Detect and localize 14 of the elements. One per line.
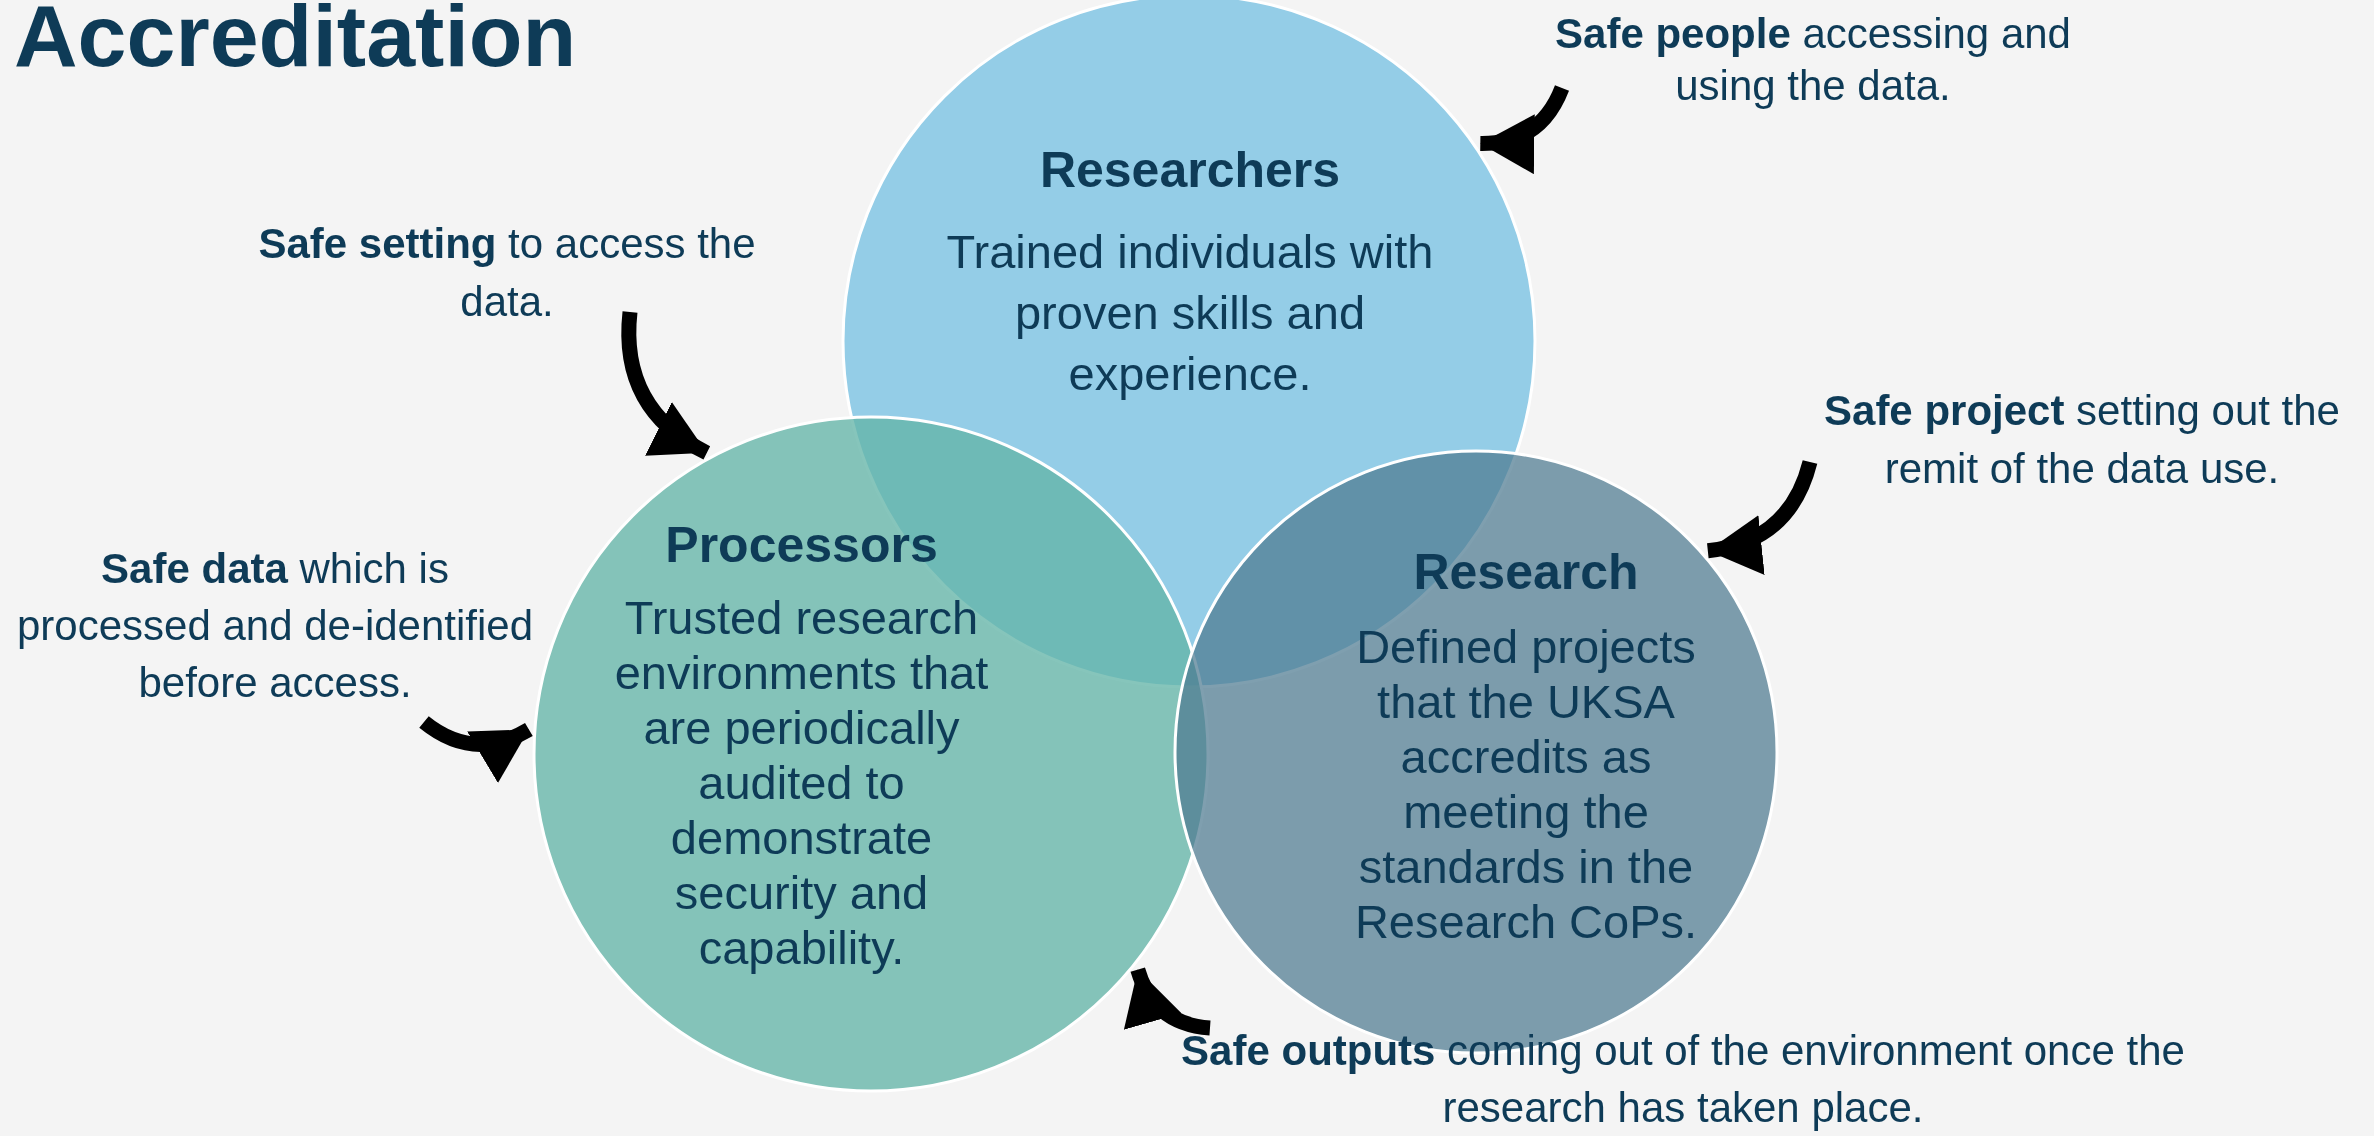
callout-text: Safe data which is processed and de-identified before access.	[4, 540, 546, 711]
circle-description: Defined projects that the UKSA accredits as meeting the standards in the Research CoPs.	[1353, 619, 1699, 949]
curved-arrow	[621, 311, 711, 460]
circle-heading: Researchers	[1038, 141, 1342, 200]
curved-arrow	[1706, 459, 1818, 573]
callout-text: Safe setting to access the data.	[247, 215, 767, 331]
title: Accreditation	[14, 0, 577, 86]
callout-text: Safe outputs coming out of the environment once the research has taken place.	[1100, 1022, 2266, 1136]
circle-heading: Processors	[664, 516, 939, 575]
callout-text: Safe project setting out the remit of the data use.	[1822, 382, 2342, 498]
circle-description: Trusted research environments that are periodically audited to demonstrate security and capability.	[613, 590, 990, 975]
callout-text: Safe people accessing and using the data.	[1548, 8, 2078, 112]
circle-description: Trained individuals with proven skills and experience.	[945, 224, 1435, 402]
circle-heading: Research	[1412, 543, 1640, 602]
